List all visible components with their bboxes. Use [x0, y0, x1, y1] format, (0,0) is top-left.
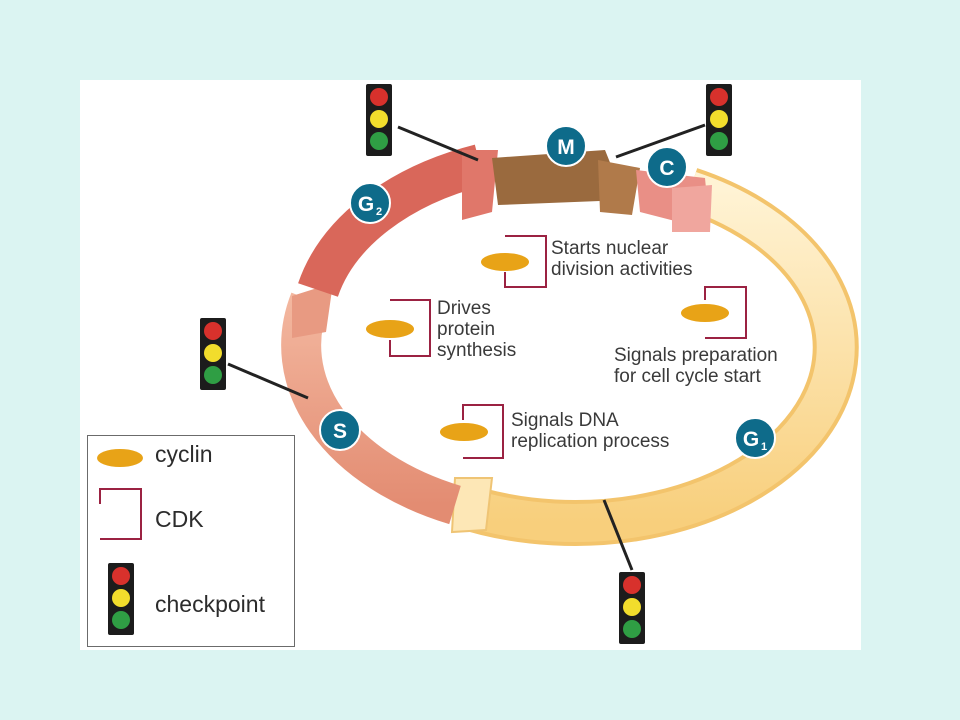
label-line: replication process: [511, 431, 670, 452]
svg-text:M: M: [557, 136, 575, 159]
cdk-bracket: [704, 286, 747, 339]
legend-checkpoint-icon: [108, 563, 134, 635]
label-signals-dna: Signals DNA replication process: [511, 410, 669, 452]
checkpoint-line-s: [227, 362, 309, 400]
legend-cyclin-icon: [97, 449, 143, 467]
m-arrowhead: [598, 160, 640, 215]
label-line: protein: [437, 319, 496, 340]
legend-checkpoint-label: checkpoint: [155, 591, 265, 617]
cyclin-oval: [440, 423, 488, 441]
label-line: division activities: [551, 259, 693, 280]
cyclin-cdk-pair-g2: [366, 299, 431, 357]
svg-text:G: G: [358, 193, 374, 216]
cyclin-cdk-pair-s: [440, 404, 504, 459]
checkpoint-traffic-light-top-left: [366, 84, 392, 156]
label-line: for cell cycle start: [614, 366, 761, 387]
svg-text:1: 1: [761, 441, 767, 453]
checkpoint-line-g1: [602, 499, 634, 571]
m-phase-segment: [492, 150, 625, 205]
legend-icons: [97, 449, 143, 635]
label-signals-preparation: Signals preparation for cell cycle start: [614, 345, 778, 387]
cycle-ring: [281, 144, 859, 546]
g1-arrowhead: [450, 477, 494, 534]
cdk-bracket: [462, 404, 504, 459]
checkpoint-line-g2m: [397, 125, 479, 162]
checkpoint-line-m: [615, 123, 706, 159]
cyclin-cdk-pair-m: [481, 235, 547, 288]
phase-badge-c: C: [646, 146, 688, 188]
phase-badge-g2: G 2: [349, 182, 391, 224]
svg-text:G: G: [743, 428, 759, 451]
cdk-bracket: [504, 235, 547, 288]
cdk-bracket: [389, 299, 431, 357]
phase-badge-s: S: [319, 409, 361, 451]
svg-text:2: 2: [376, 206, 382, 218]
label-starts-nuclear: Starts nuclear division activities: [551, 238, 693, 280]
phase-badge-m: M: [545, 125, 587, 167]
checkpoint-traffic-light-top-right: [706, 84, 732, 156]
cyclin-oval: [681, 304, 729, 322]
svg-text:C: C: [659, 157, 674, 180]
label-line: synthesis: [437, 340, 517, 361]
checkpoint-traffic-light-bottom: [619, 572, 645, 644]
cyclin-oval: [481, 253, 529, 271]
cyclin-oval: [366, 320, 414, 338]
label-line: Drives: [437, 298, 491, 319]
legend-cdk-icon: [99, 488, 142, 540]
g2-arrowhead: [462, 150, 498, 220]
legend-cdk-label: CDK: [155, 506, 204, 532]
label-line: Signals DNA: [511, 410, 619, 431]
legend-cyclin-label: cyclin: [155, 441, 213, 467]
checkpoint-traffic-light-left: [200, 318, 226, 390]
s-arrowhead: [292, 283, 333, 338]
label-line: Signals preparation: [614, 345, 778, 366]
g2-phase-segment: [298, 144, 486, 298]
phase-badge-g1: G 1: [734, 417, 776, 459]
label-line: Starts nuclear: [551, 238, 669, 259]
legend: cyclin CDK checkpoint: [87, 435, 295, 647]
checkpoint-lines: [227, 123, 706, 571]
svg-text:S: S: [333, 420, 347, 443]
label-drives-protein: Drives protein synthesis: [437, 298, 516, 361]
c-arrowhead: [672, 185, 712, 232]
cyclin-cdk-pair-g1: [681, 286, 747, 339]
